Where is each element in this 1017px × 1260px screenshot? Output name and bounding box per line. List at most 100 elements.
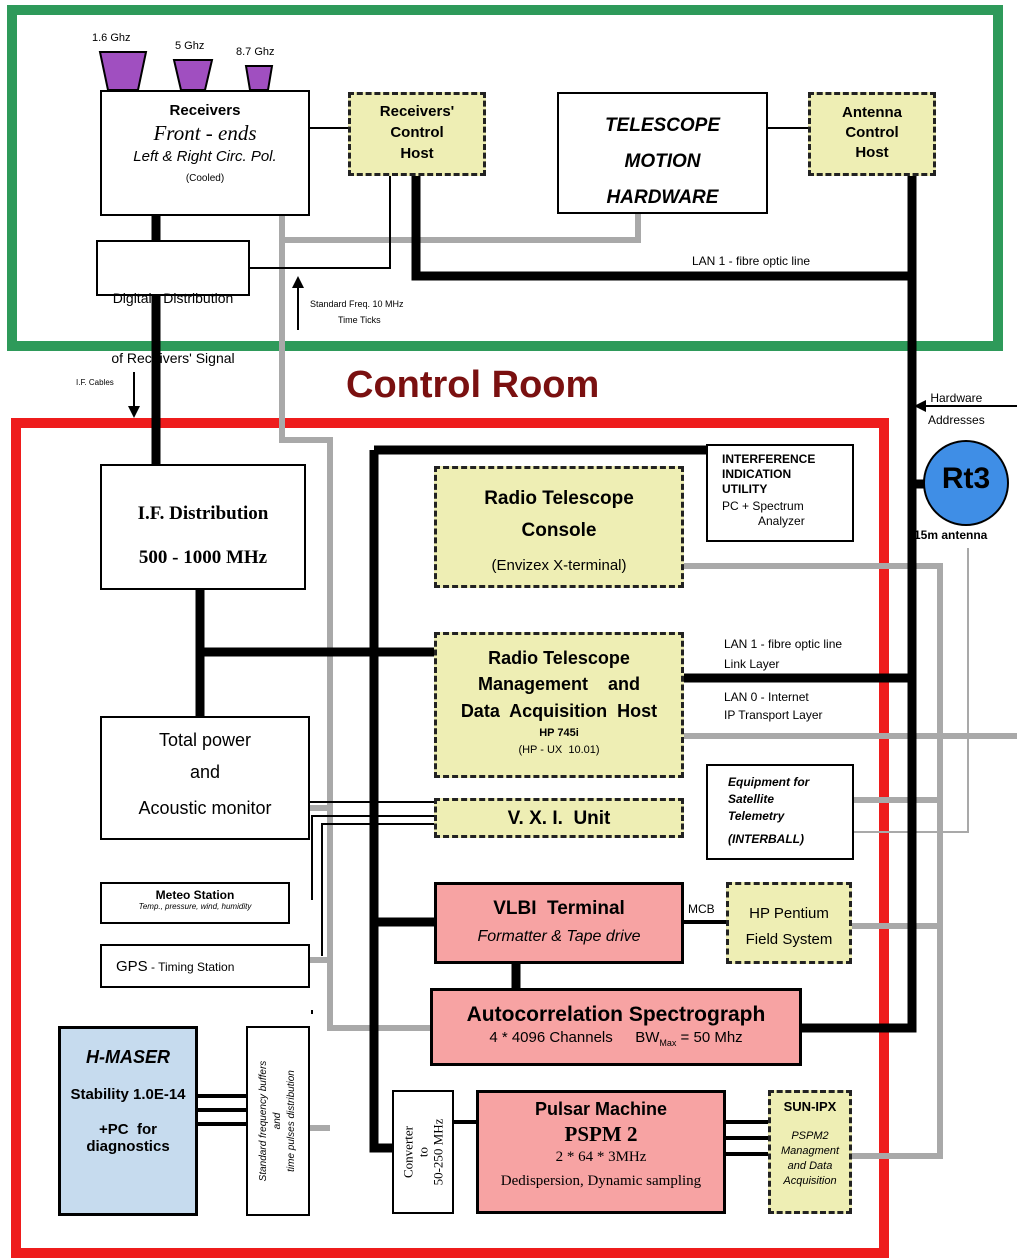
receivers-polarization: Left & Right Circ. Pol. <box>133 148 277 165</box>
management-line5: (HP - UX 10.01) <box>518 744 600 756</box>
std-freq-buffers-box: Standard frequency buffers and time puls… <box>246 1026 310 1216</box>
autocorr-channels: 4 * 4096 Channels <box>489 1029 613 1046</box>
autocorr-bw-sub: Max <box>659 1038 677 1048</box>
sun-ipx-box: SUN-IPX PSPM2 Managment and Data Acquisi… <box>768 1090 852 1214</box>
hardware-addresses-label: Hardware Addresses <box>928 387 985 431</box>
black-bus-vertical <box>369 450 392 1153</box>
telescope-motion-line3: HARDWARE <box>606 187 719 208</box>
satellite-line2: Satellite <box>728 792 775 806</box>
autocorr-title: Autocorrelation Spectrograph <box>466 1003 766 1026</box>
hmaser-line3: +PC for <box>99 1121 157 1138</box>
horn-5ghz-icon <box>172 59 214 91</box>
converter-line2: to <box>415 1146 431 1158</box>
total-power-box: Total power and Acoustic monitor <box>100 716 310 840</box>
std-freq-line1: Standard Freq. 10 MHz <box>310 299 404 309</box>
std-freq-label: Standard Freq. 10 MHz Time Ticks <box>310 296 404 328</box>
sun-ipx-line2: PSPM2 <box>791 1130 829 1142</box>
converter-text: Converter to 50-250 MHz <box>401 1093 446 1211</box>
std-buffers-text: Standard frequency buffers and time puls… <box>257 1031 299 1211</box>
gray-line-console-sunipx <box>684 563 943 1159</box>
lan1-mid-label: LAN 1 - fibre optic line Link Layer <box>724 634 842 674</box>
horn-label-8-7ghz: 8.7 Ghz <box>236 46 275 58</box>
sun-ipx-line1: SUN-IPX <box>783 1099 837 1114</box>
rt3-antenna-icon <box>923 440 1009 526</box>
gps-rest: - Timing Station <box>147 960 235 974</box>
management-host: Radio Telescope Management and Data Acqu… <box>434 632 684 778</box>
receivers-box: Receivers Front - ends Left & Right Circ… <box>100 90 310 216</box>
antenna-control-line1: Antenna <box>842 104 902 121</box>
interference-utility-box: INTERFERENCE INDICATION UTILITY PC + Spe… <box>706 444 854 542</box>
hardware-addresses-line1: Hardware <box>930 391 983 405</box>
hmaser-line4: diagnostics <box>86 1138 170 1155</box>
horn-label-1-6ghz: 1.6 Ghz <box>92 32 131 44</box>
rt3-caption: 15m antenna <box>914 528 988 542</box>
total-power-line1: Total power <box>158 730 252 750</box>
interference-line1: INTERFERENCE <box>722 452 816 466</box>
console-line1: Radio Telescope <box>484 488 634 509</box>
hardware-addresses-line2: Addresses <box>928 413 985 427</box>
converter-box: Converter to 50-250 MHz <box>392 1090 454 1214</box>
horn-1-6ghz-icon <box>98 51 148 91</box>
converter-line3: 50-250 MHz <box>430 1118 446 1186</box>
antenna-control-line3: Host <box>855 144 889 161</box>
pulsar-line4: Dedispersion, Dynamic sampling <box>500 1173 702 1189</box>
digital-distribution-box: Digital Distribution of Receivers' Signa… <box>96 240 250 366</box>
telescope-motion-hardware: TELESCOPE MOTION HARDWARE <box>557 92 768 214</box>
std-buffers-line1: Standard frequency buffers <box>258 1060 269 1182</box>
pulsar-line2: PSPM 2 <box>564 1122 638 1146</box>
if-distribution-line2: 500 - 1000 MHz <box>138 547 268 568</box>
control-room-title: Control Room <box>346 364 600 406</box>
interference-line5: Analyzer <box>758 514 805 528</box>
thin-gray-telemetry-link <box>852 548 969 833</box>
pulsar-line3: 2 * 64 * 3MHz <box>555 1149 647 1165</box>
sun-ipx-line4: and Data <box>787 1160 833 1172</box>
lan1-mid-line2: Link Layer <box>724 657 780 671</box>
outdoor-zone-border <box>7 5 1003 351</box>
receivers-control-line2: Control <box>390 124 444 141</box>
meteo-station-box: Meteo Station Temp., pressure, wind, hum… <box>100 882 290 924</box>
management-line1: Radio Telescope <box>488 648 630 668</box>
converter-line1: Converter <box>400 1126 416 1178</box>
mcb-label: MCB <box>688 902 715 916</box>
gray-line-receivers-telescope <box>279 212 641 243</box>
autocorr-bw: BWMax = 50 Mhz <box>635 1029 742 1048</box>
console-line2: Console <box>521 520 597 541</box>
horn-label-5ghz: 5 Ghz <box>175 40 205 52</box>
satellite-telemetry-box: Equipment for Satellite Telemetry (INTER… <box>706 764 854 860</box>
interference-line2: INDICATION <box>722 467 792 481</box>
autocorr-bw-pre: BW <box>635 1029 660 1046</box>
vxi-unit: V. X. I. Unit <box>434 798 684 838</box>
satellite-line4: (INTERBALL) <box>728 832 804 846</box>
satellite-line1: Equipment for <box>728 775 810 789</box>
digital-distribution-line2: of Receivers' Signal <box>111 350 235 366</box>
receivers-front-ends: Front - ends <box>153 121 257 145</box>
receivers-cooled: (Cooled) <box>185 173 225 184</box>
lan0-label: LAN 0 - Internet IP Transport Layer <box>724 688 823 724</box>
meteo-line1: Meteo Station <box>155 888 235 902</box>
radio-telescope-console: Radio Telescope Console (Envizex X-termi… <box>434 466 684 588</box>
meteo-line2: Temp., pressure, wind, humidity <box>138 902 252 911</box>
receivers-control-line1: Receivers' <box>379 103 455 120</box>
management-line4: HP 745i <box>539 727 579 739</box>
gps-main: GPS <box>116 958 148 975</box>
vlbi-line2: Formatter & Tape drive <box>477 928 641 945</box>
receivers-control-host: Receivers' Control Host <box>348 92 486 176</box>
hp-pentium-field-system: HP Pentium Field System <box>726 882 852 964</box>
hmaser-line1: H-MASER <box>86 1047 170 1067</box>
h-maser-box: H-MASER Stability 1.0E-14 +PC for diagno… <box>58 1026 198 1216</box>
receivers-title: Receivers <box>169 102 241 119</box>
if-distribution-box: I.F. Distribution 500 - 1000 MHz <box>100 464 306 590</box>
hp-pentium-line1: HP Pentium <box>749 905 829 922</box>
antenna-control-line2: Control <box>845 124 899 141</box>
satellite-line3: Telemetry <box>728 809 785 823</box>
autocorrelation-spectrograph: Autocorrelation Spectrograph 4 * 4096 Ch… <box>430 988 802 1066</box>
std-buffers-line2: and <box>272 1112 283 1130</box>
total-power-line3: Acoustic monitor <box>138 798 272 818</box>
total-power-line2: and <box>189 762 221 782</box>
hp-pentium-line2: Field System <box>745 931 833 948</box>
sun-ipx-line3: Managment <box>780 1145 840 1157</box>
hmaser-line2: Stability 1.0E-14 <box>70 1086 186 1103</box>
management-line2: Management and <box>477 674 641 694</box>
std-buffers-line3: time pulses distribution <box>286 1070 297 1172</box>
